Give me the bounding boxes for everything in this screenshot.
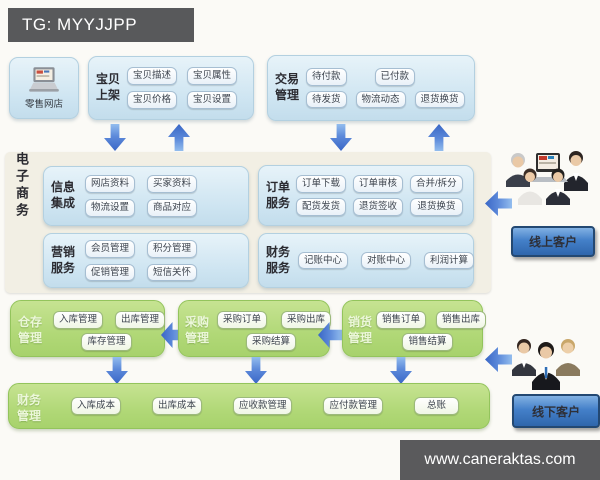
- order-download-button[interactable]: 订单下载: [296, 175, 347, 193]
- info-logistics-button[interactable]: 物流设置: [85, 199, 136, 217]
- online-customer-button[interactable]: 线上客户: [511, 226, 595, 257]
- product-listing-title: 宝贝上架: [96, 72, 121, 102]
- marketing-service-title: 营销服务: [51, 244, 76, 275]
- order-review-button[interactable]: 订单审核: [353, 175, 404, 193]
- fin-outbound-cost-button[interactable]: 出库成本: [151, 397, 202, 415]
- fin-payable-button[interactable]: 应付款管理: [323, 397, 383, 415]
- wh-inbound-button[interactable]: 入库管理: [53, 311, 104, 329]
- order-dispatch-button[interactable]: 配货发货: [296, 198, 347, 216]
- finance-service-node: 财务服务 记账中心 对账中心 利润计算: [258, 233, 475, 288]
- marketing-sms-button[interactable]: 短信关怀: [147, 263, 198, 282]
- info-itemmap-button[interactable]: 商品对应: [147, 199, 198, 217]
- fin-ledger-button[interactable]: 总账: [413, 397, 459, 415]
- flow-arrow-down: [330, 124, 352, 151]
- sales-mgmt-title: 销货管理: [348, 315, 373, 345]
- finserv-profit-button[interactable]: 利润计算: [424, 251, 475, 270]
- order-service-node: 订单服务 订单下载 订单审核 合并/拆分 配货发货 退货签收 退货换货: [258, 165, 474, 226]
- listing-desc-button[interactable]: 宝贝描述: [127, 67, 178, 85]
- trade-unpaid-button[interactable]: 待付款: [306, 67, 347, 86]
- info-integration-node: 信息集成 网店资料 买家资料 物流设置 商品对应: [43, 166, 249, 226]
- warehouse-mgmt-title: 仓存管理: [18, 315, 43, 345]
- trade-toship-button[interactable]: 待发货: [306, 90, 347, 109]
- ecommerce-title: 电子商务: [14, 152, 29, 220]
- offline-customer-button[interactable]: 线下客户: [512, 394, 600, 428]
- po-outbound-button[interactable]: 采购出库: [281, 311, 332, 329]
- marketing-member-button[interactable]: 会员管理: [85, 239, 136, 258]
- trade-mgmt-title: 交易管理: [275, 72, 300, 102]
- watermark-url: www.caneraktas.com: [400, 440, 600, 480]
- retail-store-label: 零售网店: [24, 99, 63, 110]
- listing-price-button[interactable]: 宝贝价格: [127, 91, 178, 109]
- trade-mgmt-node: 交易管理 待付款 已付款 待发货 物流动态 退货换货: [267, 55, 475, 121]
- purchase-mgmt-node: 采购管理 采购订单 采购出库 采购结算: [178, 300, 332, 357]
- flow-arrow-down: [104, 124, 126, 151]
- purchase-mgmt-title: 采购管理: [185, 315, 210, 345]
- wh-stock-button[interactable]: 库存管理: [81, 332, 132, 351]
- finance-mgmt-title: 财务管理: [17, 393, 42, 423]
- po-order-button[interactable]: 采购订单: [217, 311, 268, 329]
- marketing-points-button[interactable]: 积分管理: [147, 239, 198, 258]
- flow-arrow-down: [245, 357, 267, 384]
- flow-arrow-up: [168, 124, 190, 151]
- order-service-title: 订单服务: [266, 179, 291, 210]
- wh-outbound-button[interactable]: 出库管理: [115, 311, 166, 329]
- finserv-reconcile-button[interactable]: 对账中心: [361, 251, 412, 270]
- order-returnsign-button[interactable]: 退货签收: [353, 198, 404, 216]
- flow-arrow-down: [390, 357, 412, 384]
- so-settle-button[interactable]: 销售结算: [402, 332, 453, 351]
- sales-mgmt-node: 销货管理 销售订单 销售出库 销售结算: [342, 300, 487, 357]
- warehouse-mgmt-node: 仓存管理 入库管理 出库管理 库存管理: [10, 300, 166, 357]
- trade-logistics-button[interactable]: 物流动态: [355, 90, 406, 109]
- so-order-button[interactable]: 销售订单: [376, 311, 427, 329]
- retail-store-node: 零售网店: [9, 57, 79, 119]
- product-listing-node: 宝贝上架 宝贝描述 宝贝属性 宝贝价格 宝贝设置: [88, 56, 254, 120]
- po-settle-button[interactable]: 采购结算: [245, 332, 296, 351]
- marketing-promo-button[interactable]: 促销管理: [85, 263, 136, 282]
- header-tag: TG: MYYJJPP: [8, 8, 194, 42]
- fin-receivable-button[interactable]: 应收款管理: [232, 397, 293, 415]
- listing-attr-button[interactable]: 宝贝属性: [187, 67, 238, 85]
- trade-return-button[interactable]: 退货换货: [414, 90, 465, 109]
- finance-service-title: 财务服务: [266, 244, 291, 275]
- fin-inbound-cost-button[interactable]: 入库成本: [71, 397, 122, 415]
- trade-paid-button[interactable]: 已付款: [374, 67, 416, 86]
- info-buyerdata-button[interactable]: 买家资料: [147, 175, 198, 193]
- order-exchange-button[interactable]: 退货换货: [410, 198, 463, 216]
- so-outbound-button[interactable]: 销售出库: [436, 311, 487, 329]
- info-integration-title: 信息集成: [51, 180, 76, 210]
- order-mergesplit-button[interactable]: 合并/拆分: [410, 175, 463, 193]
- info-shopdata-button[interactable]: 网店资料: [85, 175, 136, 193]
- flow-arrow-up: [428, 124, 450, 151]
- finance-mgmt-node: 财务管理 入库成本 出库成本 应收款管理 应付款管理 总账: [8, 383, 490, 429]
- marketing-service-node: 营销服务 会员管理 积分管理 促销管理 短信关怀: [43, 233, 249, 288]
- offline-customers-icon: [502, 330, 590, 397]
- laptop-icon: [29, 67, 59, 92]
- online-customers-icon: [498, 147, 594, 218]
- finserv-bookkeeping-button[interactable]: 记账中心: [298, 251, 349, 270]
- flow-arrow-down: [106, 357, 128, 384]
- listing-setting-button[interactable]: 宝贝设置: [187, 91, 238, 109]
